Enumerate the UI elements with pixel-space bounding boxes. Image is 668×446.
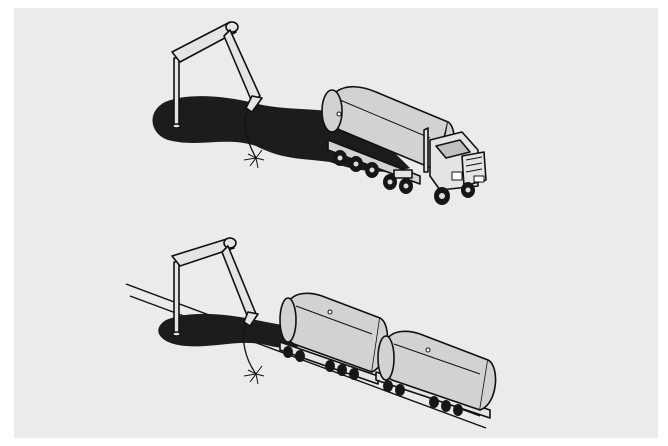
background-panel [14, 8, 658, 438]
